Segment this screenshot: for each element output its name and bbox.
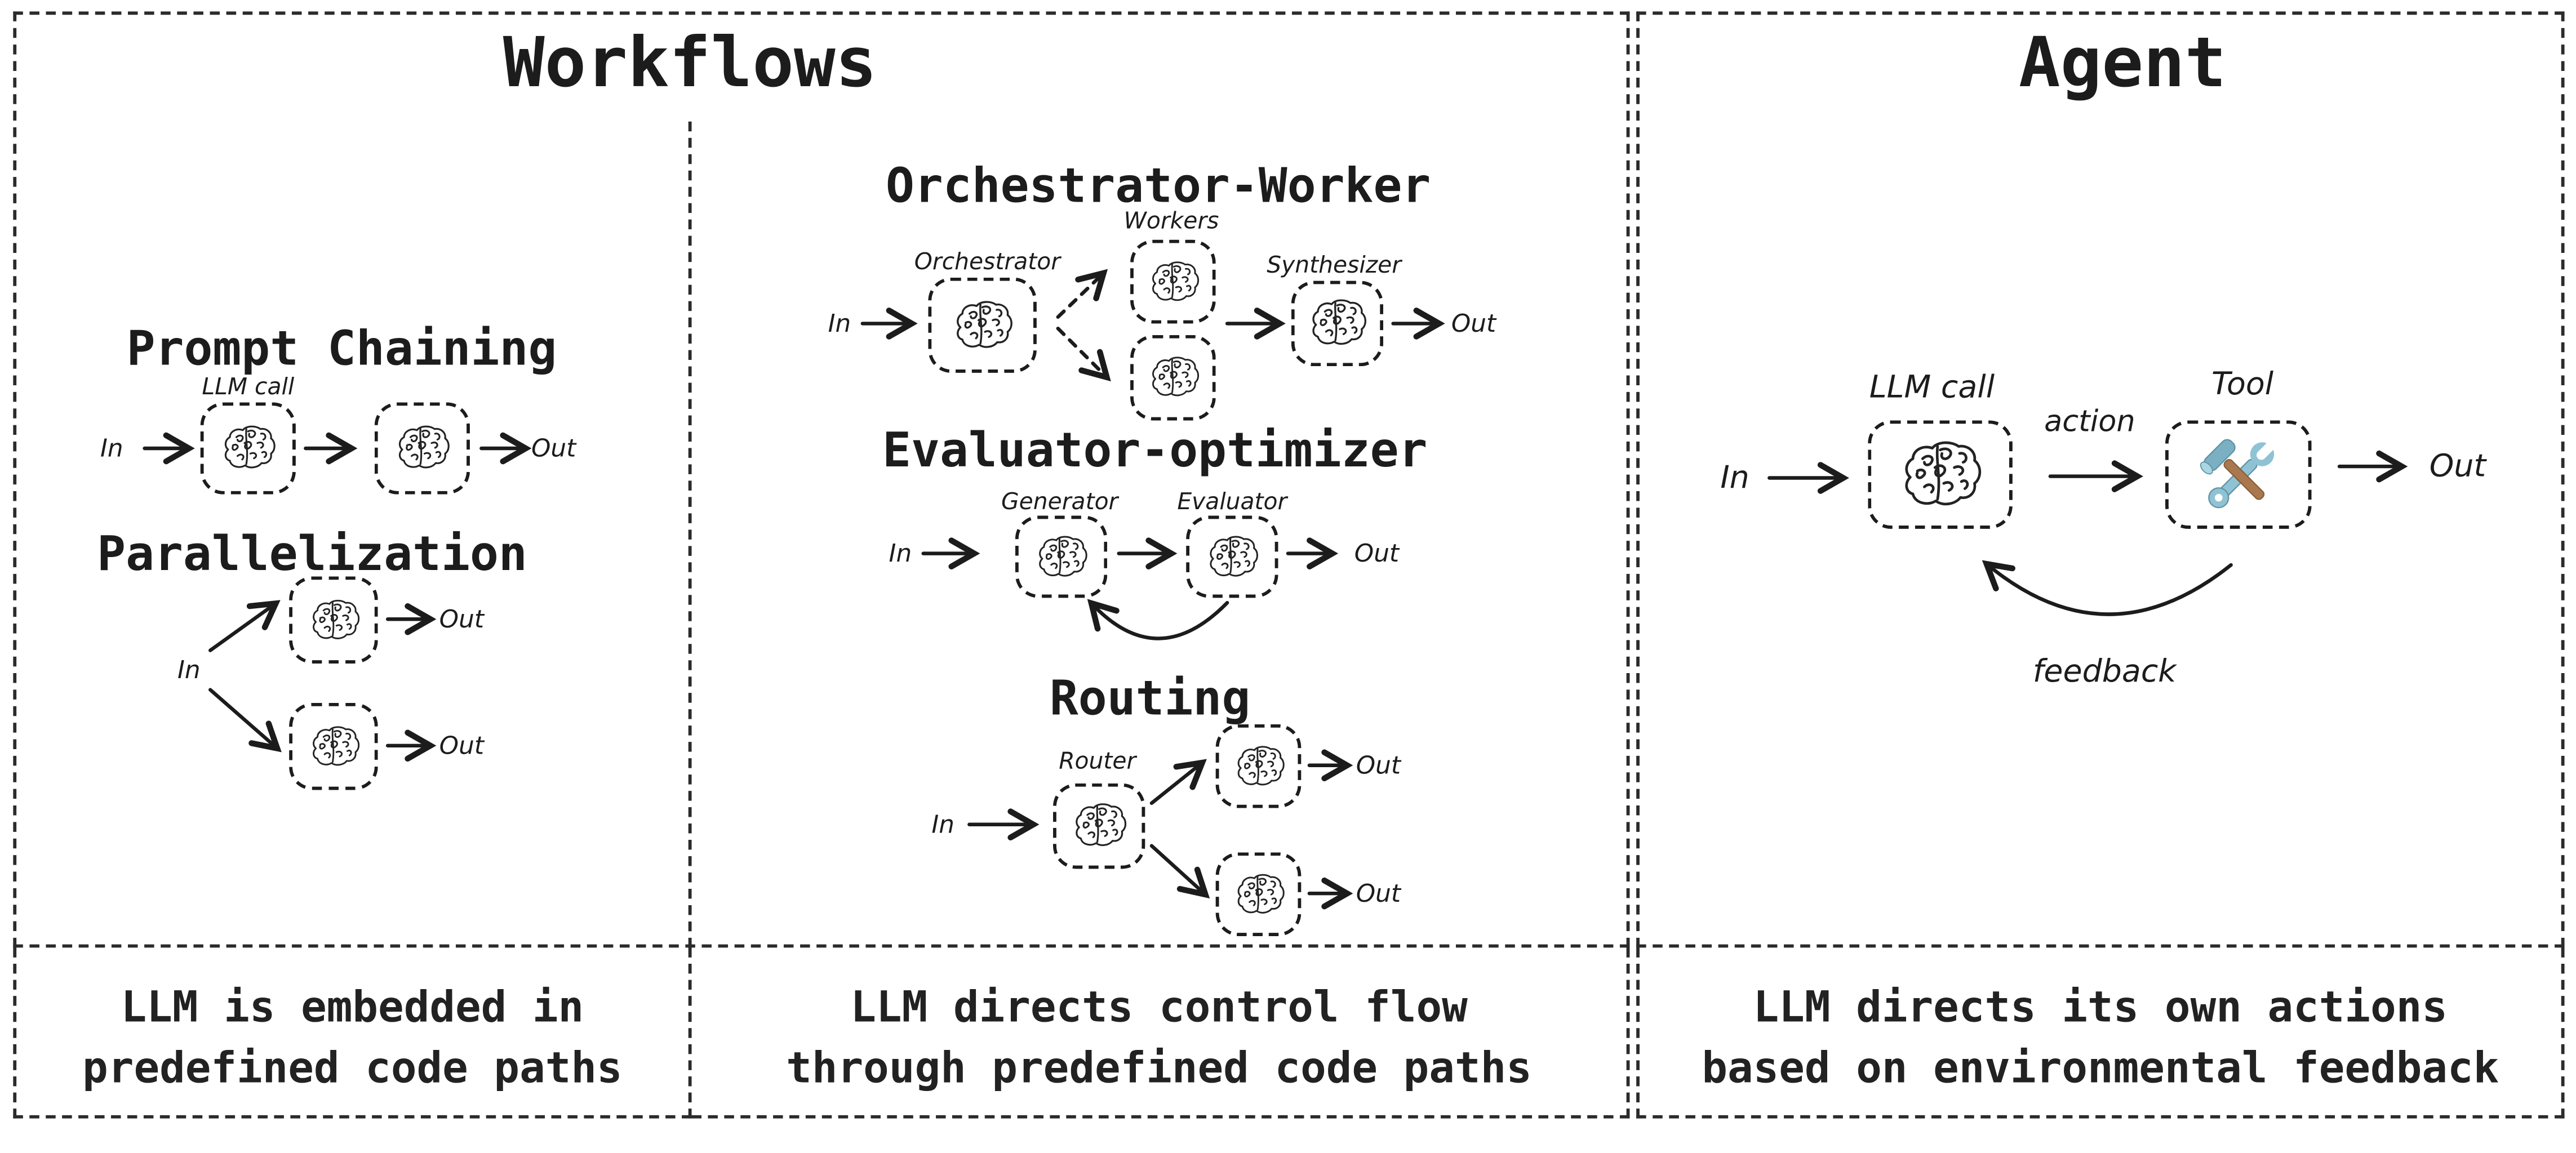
caption-middle-line1: LLM directs control flow: [850, 983, 1468, 1034]
agent-llm-box: [1868, 420, 2013, 529]
brain-icon: [1306, 297, 1369, 350]
pc-llm-call-label: LLM call: [202, 374, 295, 401]
rt-out-bottom-label: Out: [1356, 878, 1401, 909]
par-llm-box-bottom: [289, 702, 378, 790]
par-in-label: In: [177, 655, 201, 685]
ow-orchestrator-box: [928, 277, 1037, 373]
rt-router-label: Router: [1059, 749, 1136, 776]
prompt-chaining-heading: Prompt Chaining: [126, 320, 557, 376]
agent-feedback-label: feedback: [2032, 653, 2177, 690]
pc-llm-box-2: [374, 402, 470, 495]
brain-icon: [1069, 802, 1129, 851]
brain-icon: [1231, 871, 1285, 918]
ow-orchestrator-label: Orchestrator: [914, 250, 1060, 276]
agent-action-label: action: [2044, 404, 2135, 439]
brain-icon: [307, 723, 361, 769]
brain-icon: [1231, 743, 1285, 789]
eo-evaluator-box: [1186, 515, 1278, 598]
eo-generator-box: [1015, 515, 1108, 598]
brain-icon: [393, 424, 452, 473]
ow-worker-box-bottom: [1130, 335, 1216, 421]
routing-heading: Routing: [1049, 670, 1251, 726]
ow-worker-box-top: [1130, 239, 1216, 324]
brain-icon: [1146, 259, 1200, 305]
eo-in-label: In: [889, 538, 912, 568]
evaluator-optimizer-heading: Evaluator-optimizer: [882, 422, 1428, 478]
rt-target-box-bottom: [1215, 852, 1302, 937]
agent-in-label: In: [1720, 460, 1749, 496]
rt-in-label: In: [931, 809, 954, 839]
caption-box-right: LLM directs its own actions based on env…: [1636, 947, 2565, 1119]
par-out-bottom-label: Out: [439, 731, 484, 761]
agent-llm-call-label: LLM call: [1869, 370, 1995, 406]
orchestrator-worker-heading: Orchestrator-Worker: [886, 157, 1431, 214]
agent-tool-label: Tool: [2211, 366, 2274, 403]
ow-in-label: In: [828, 309, 851, 339]
caption-box-middle: LLM directs control flow through predefi…: [691, 947, 1630, 1119]
workflows-column-divider: [688, 121, 692, 948]
brain-icon: [949, 298, 1015, 352]
rt-router-box: [1053, 783, 1145, 869]
caption-left-line1: LLM is embedded in: [121, 983, 584, 1034]
pc-in-label: In: [100, 433, 123, 464]
agent-tool-box: [2165, 420, 2312, 529]
brain-icon: [1204, 533, 1260, 581]
pc-llm-box-1: [200, 402, 296, 495]
eo-out-label: Out: [1354, 538, 1400, 568]
brain-icon: [1896, 438, 1984, 511]
agent-panel-border: [1636, 11, 2565, 948]
agent-title: Agent: [2018, 22, 2227, 103]
brain-icon: [1033, 533, 1089, 581]
brain-icon: [1146, 355, 1200, 401]
eo-evaluator-label: Evaluator: [1177, 489, 1287, 516]
ow-out-label: Out: [1451, 309, 1496, 339]
ow-synthesizer-label: Synthesizer: [1267, 253, 1402, 279]
caption-left-line2: predefined code paths: [82, 1044, 623, 1094]
brain-icon: [219, 424, 278, 473]
rt-out-top-label: Out: [1356, 750, 1401, 781]
caption-middle-line2: through predefined code paths: [786, 1044, 1532, 1094]
eo-generator-label: Generator: [1001, 489, 1118, 516]
workflows-title: Workflows: [503, 22, 877, 103]
parallelization-heading: Parallelization: [97, 526, 527, 582]
hammer-wrench-icon: [2196, 432, 2281, 518]
agent-out-label: Out: [2429, 448, 2486, 485]
caption-box-left: LLM is embedded in predefined code paths: [13, 947, 692, 1119]
workflows-panel-border: [13, 11, 1630, 948]
rt-target-box-top: [1215, 724, 1302, 808]
brain-icon: [307, 597, 361, 643]
ow-workers-label: Workers: [1123, 208, 1219, 235]
caption-right-line1: LLM directs its own actions: [1753, 983, 2448, 1034]
ow-synthesizer-box: [1291, 281, 1384, 367]
par-llm-box-top: [289, 576, 378, 664]
par-out-top-label: Out: [439, 604, 484, 634]
caption-right-line2: based on environmental feedback: [1702, 1044, 2499, 1094]
pc-out-label: Out: [531, 433, 576, 464]
